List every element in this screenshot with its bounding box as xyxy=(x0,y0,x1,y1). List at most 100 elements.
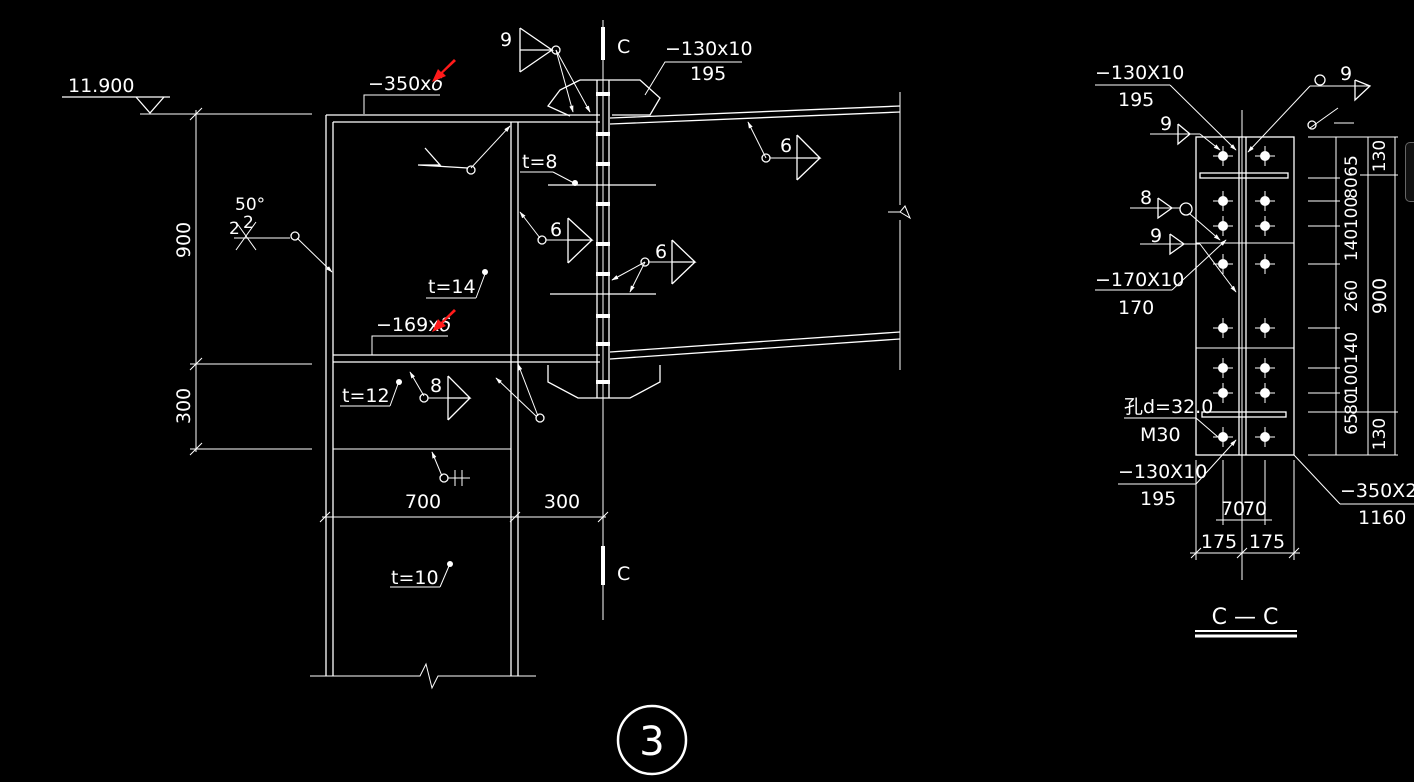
callout-t8: t=8 xyxy=(520,151,578,186)
sec-dim-100-bottom: 100 xyxy=(1342,364,1362,396)
end-plate-width: 195 xyxy=(690,63,726,85)
callout-t10: t=10 xyxy=(390,561,453,589)
bevel-note: 50° 2 2 xyxy=(229,195,333,273)
sec-dim-130-bottom: 130 xyxy=(1370,418,1390,450)
section-plate-b-width: 170 xyxy=(1118,297,1154,319)
panel-t12: t=12 xyxy=(342,385,390,407)
weld-leader-column-top xyxy=(417,125,511,175)
section-plate-a-size: −130X10 xyxy=(1095,62,1184,84)
detail-number-circle: 3 xyxy=(616,704,688,776)
sec-dim-900: 900 xyxy=(1369,278,1391,314)
bolt-spec: M30 xyxy=(1140,424,1181,446)
section-c-c: −130X10 195 9 9 xyxy=(1095,62,1414,638)
section-bolts xyxy=(1213,146,1275,447)
red-arrow-marker-2 xyxy=(432,309,456,332)
left-elevation-detail: 11.900 900 300 xyxy=(62,20,912,776)
elevation-label: 11.900 xyxy=(68,75,134,97)
section-weld-9-left: 9 xyxy=(1150,113,1221,151)
section-title: C — C xyxy=(1195,605,1297,638)
hole-diameter: 孔d=32.0 xyxy=(1124,396,1213,418)
dimension-horizontal-bottom: 700 300 xyxy=(319,491,609,523)
section-end-plate xyxy=(1195,110,1295,580)
callout-t12: t=12 xyxy=(340,379,402,407)
section-weld-9-mid: 9 xyxy=(1140,225,1237,293)
beam xyxy=(609,92,912,370)
sec-dim-80-bottom: 80 xyxy=(1342,393,1362,415)
callout-end-plate: −130x10 195 xyxy=(644,38,753,96)
weld-symbol-6-endplate: 6 xyxy=(611,239,697,293)
weld-leader-bottom xyxy=(431,363,545,486)
weld-size-6-beam: 6 xyxy=(780,135,792,157)
sec-dim-65-bottom: 65 xyxy=(1342,413,1362,435)
gap-left: 2 xyxy=(229,219,240,239)
top-plate-size: −350xδ xyxy=(368,73,443,95)
weld-symbol-9: 9 xyxy=(500,27,591,113)
dim-300-bottom: 300 xyxy=(544,491,580,513)
weld-size-8: 8 xyxy=(430,375,442,397)
section-plate-c-width: 195 xyxy=(1140,488,1176,510)
section-callout-bolt: 孔d=32.0 M30 xyxy=(1124,396,1219,446)
dim-900-left: 900 xyxy=(173,222,195,258)
section-plate-d-size: −350X25 xyxy=(1340,480,1414,502)
callout-t14: t=14 xyxy=(426,269,488,299)
section-plate-d-length: 1160 xyxy=(1358,507,1406,529)
sec-dim-140-bottom: 140 xyxy=(1342,332,1362,364)
weld-symbol-6-stiffener: 6 xyxy=(519,211,594,264)
section-dimension-vertical: 130 65 80 100 140 260 140 100 80 65 130 … xyxy=(1308,136,1398,456)
section-weld-8: 8 xyxy=(1130,187,1221,241)
section-callout-plate-b: −170X10 170 xyxy=(1095,239,1227,319)
detail-number: 3 xyxy=(639,719,664,765)
dim-300-left: 300 xyxy=(173,388,195,424)
end-plate xyxy=(546,20,661,620)
section-label-top: C xyxy=(617,36,630,58)
callout-top-plate: −350xδ xyxy=(363,59,456,114)
sec-dim-175-left: 175 xyxy=(1201,531,1237,553)
section-plate-b-size: −170X10 xyxy=(1095,269,1184,291)
section-cut-top: C xyxy=(601,27,630,60)
weld-size-9: 9 xyxy=(500,29,512,51)
section-weld-9-mid-size: 9 xyxy=(1150,225,1162,247)
panel-t10: t=10 xyxy=(391,567,439,589)
bevel-angle: 50° xyxy=(235,195,265,215)
sec-dim-130-top: 130 xyxy=(1370,140,1390,172)
weld-symbol-8: 8 xyxy=(409,371,472,421)
sec-dim-70-left: 70 xyxy=(1221,498,1245,520)
panel-t14: t=14 xyxy=(428,276,476,298)
gap-top: 2 xyxy=(243,213,254,233)
weld-symbol-6-beam: 6 xyxy=(747,121,822,181)
dim-700: 700 xyxy=(405,491,441,513)
section-weld-9-left-size: 9 xyxy=(1160,113,1172,135)
section-callout-plate-a: −130X10 195 xyxy=(1095,62,1237,151)
sec-dim-140-top: 140 xyxy=(1342,229,1362,261)
section-weld-9-right: 9 xyxy=(1247,63,1372,153)
section-dimension-horizontal: 70 70 175 175 xyxy=(1190,460,1300,560)
weld-size-6-endplate: 6 xyxy=(655,241,667,263)
dimension-vertical-left: 900 300 xyxy=(173,107,312,456)
section-title-text: C — C xyxy=(1212,605,1279,630)
sec-dim-65-top: 65 xyxy=(1342,155,1362,177)
bolt-marks-elevation xyxy=(596,92,610,384)
sec-dim-260: 260 xyxy=(1342,280,1362,312)
red-arrow-marker xyxy=(432,59,456,82)
sec-dim-100-top: 100 xyxy=(1342,197,1362,229)
mid-plate-size: −169xδ xyxy=(376,314,451,336)
section-callout-plate-c: −130X10 195 xyxy=(1118,439,1237,510)
weld-size-6-stiffener: 6 xyxy=(550,219,562,241)
section-weld-9-right-size: 9 xyxy=(1340,63,1352,85)
column xyxy=(310,114,600,690)
side-panel-tab[interactable] xyxy=(1405,142,1414,202)
section-callout-plate-d: −350X25 1160 xyxy=(1293,454,1414,529)
section-plate-a-width: 195 xyxy=(1118,89,1154,111)
elevation-mark: 11.900 xyxy=(62,75,312,115)
sec-dim-175-right: 175 xyxy=(1249,531,1285,553)
sec-dim-70-right: 70 xyxy=(1243,498,1267,520)
sec-dim-80-top: 80 xyxy=(1342,177,1362,199)
section-weld-8-size: 8 xyxy=(1140,187,1152,209)
stiffener-t8: t=8 xyxy=(522,151,557,173)
section-cut-bottom: C xyxy=(601,546,630,585)
end-plate-size: −130x10 xyxy=(665,38,753,60)
callout-mid-plate: −169xδ xyxy=(371,309,456,355)
section-plate-c-size: −130X10 xyxy=(1118,461,1207,483)
section-label-bottom: C xyxy=(617,563,630,585)
